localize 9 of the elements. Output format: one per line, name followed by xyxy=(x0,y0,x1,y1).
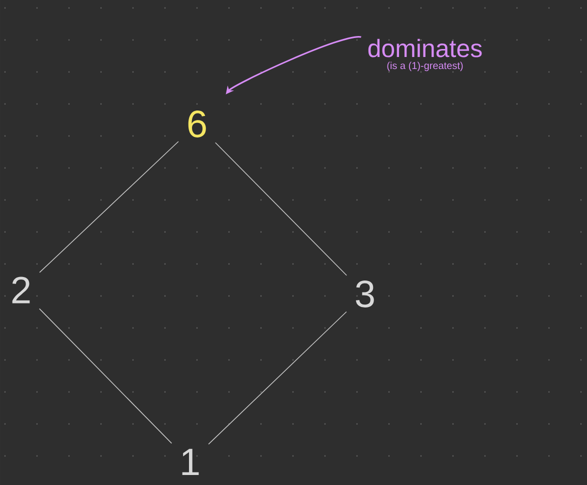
connector-line xyxy=(208,311,347,445)
node-label: 2 xyxy=(12,276,30,304)
annotation-text: dominates (is a (1)-greatest) xyxy=(368,38,482,72)
connector-line xyxy=(39,141,179,273)
node-label: 3 xyxy=(356,280,374,308)
connector-line xyxy=(38,308,172,444)
node-label: 6 xyxy=(188,110,206,138)
node-label: 1 xyxy=(182,448,199,476)
connector-line xyxy=(214,142,347,276)
